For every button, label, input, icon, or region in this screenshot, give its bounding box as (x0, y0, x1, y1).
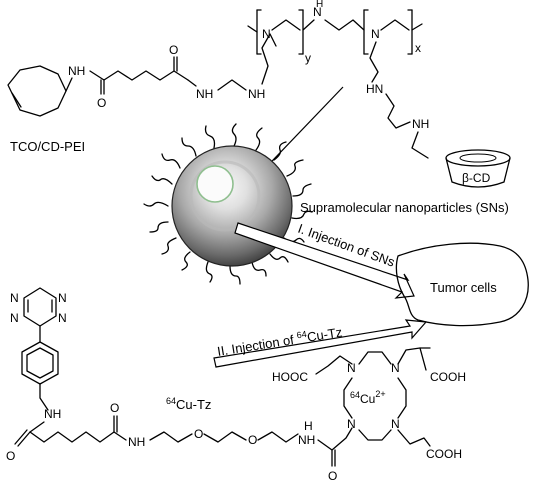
benzene-inner (26, 347, 54, 379)
atom-NH-2: NH (196, 87, 213, 101)
peg-chain-1 (149, 431, 193, 443)
atom-N-tz4: N (58, 311, 67, 325)
backbone-mid (302, 19, 315, 31)
atom-O-1: O (97, 96, 106, 110)
arm-1 (315, 355, 353, 375)
co-bond-3 (17, 431, 31, 447)
atom-NH-4: NH (412, 117, 429, 131)
cd-side-chain (369, 41, 379, 83)
atom-O-3: O (6, 449, 15, 463)
atom-N-dota3: N (391, 361, 400, 375)
ethylene-link-2 (261, 33, 277, 85)
backbone-x (380, 19, 410, 31)
atom-HN: HN (366, 82, 383, 96)
injection-2-arrow: II. Injection of 64Cu-Tz (213, 319, 428, 368)
beta-cd-label: β-CD (462, 171, 491, 185)
arm-2-link (419, 347, 427, 371)
linker-chain (89, 70, 189, 81)
beta-cd-icon: β-CD (445, 149, 511, 188)
backbone-mid-2 (324, 19, 365, 31)
sub-y: y (305, 51, 311, 65)
injection-1-arrow: I. Injection of SNs (234, 221, 415, 299)
atom-O-6: O (248, 433, 257, 447)
ring-double-bond (11, 92, 22, 108)
arm-3 (397, 429, 431, 447)
atom-O-2: O (169, 43, 178, 57)
atom-O-5: O (194, 427, 203, 441)
cyclen-right (397, 377, 407, 419)
cu-tz-molecule: N N N N NH O O NH O O NH H O N N N N (6, 287, 466, 483)
cu-center-label: 64Cu2+ (350, 389, 386, 406)
atom-COOH-2: COOH (426, 447, 462, 461)
tumor-cells: Tumor cells (395, 242, 529, 327)
atom-HOOC: HOOC (272, 370, 308, 384)
atom-NH-7: NH (298, 433, 315, 447)
tetrazine-ring (23, 287, 57, 327)
sphere-ring (189, 160, 261, 232)
backbone-end (411, 23, 423, 31)
cyclooctene-ring (7, 65, 67, 117)
peg-chain-3 (257, 431, 299, 443)
nanoparticle-hairs (143, 123, 313, 285)
atom-N-tz1: N (10, 291, 19, 305)
atom-COOH-1: COOH (430, 370, 466, 384)
co-bond-3b (14, 429, 28, 445)
atom-NH-3: NH (248, 87, 265, 101)
atom-N-1: N (262, 27, 271, 41)
sphere-highlight (196, 165, 234, 203)
tumor-label: Tumor cells (430, 280, 497, 295)
benzyl-link (39, 383, 49, 411)
ethylene-link-1 (217, 79, 247, 91)
arm-2 (397, 347, 431, 365)
atom-NH-1: NH (68, 64, 85, 78)
sub-x: x (415, 41, 421, 55)
amide-n-bond (113, 431, 127, 441)
cyclen-bottom (358, 429, 392, 441)
sns-label: Supramolecular nanoparticles (SNs) (300, 200, 509, 215)
nanoparticle-icon (143, 123, 313, 285)
tco-cd-pei-molecule: NH O O NH NH N y N H N (7, 0, 511, 188)
glutaryl-chain (29, 421, 115, 443)
atom-N-tz2: N (58, 291, 67, 305)
atom-NH-6: NH (128, 435, 145, 449)
atom-H: H (316, 0, 323, 10)
backbone-y (271, 19, 301, 31)
cu-tz-label: 64Cu-Tz (166, 396, 211, 412)
atom-N-dota2: N (347, 361, 356, 375)
atom-N-2: N (371, 27, 380, 41)
amide-bond (187, 79, 197, 87)
atom-H-2: H (304, 419, 313, 433)
atom-O-4: O (110, 401, 119, 415)
cyclen-top (358, 351, 392, 365)
cyclen-left (343, 377, 353, 419)
peg-chain-2 (203, 431, 247, 443)
atom-O-7: O (328, 469, 337, 483)
cd-side-chain-2 (385, 93, 411, 129)
backbone-start (247, 25, 258, 33)
atom-N-dota4: N (391, 417, 400, 431)
atom-N-tz3: N (10, 311, 19, 325)
atom-N-dota1: N (347, 417, 356, 431)
acetamide-link (317, 427, 353, 451)
cd-link (411, 131, 429, 159)
atom-N-H: N (313, 5, 322, 19)
atom-NH-5: NH (44, 407, 61, 421)
tco-chain (65, 77, 73, 92)
tco-cd-pei-label: TCO/CD-PEI (10, 139, 85, 154)
